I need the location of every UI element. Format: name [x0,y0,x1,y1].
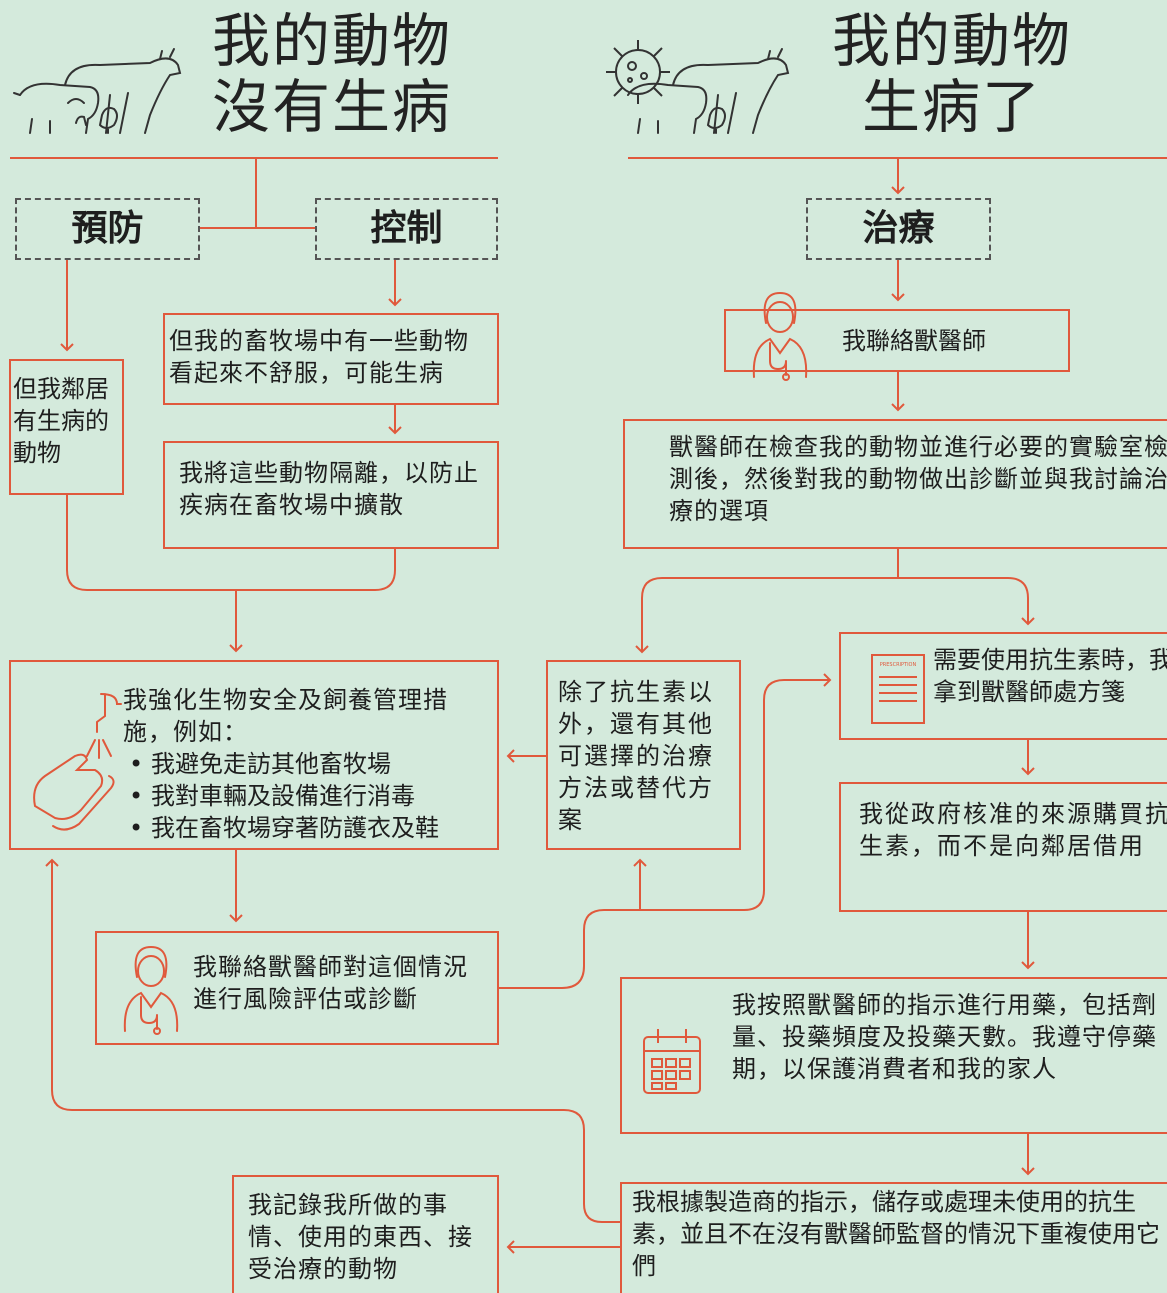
alternatives-text: 除了抗生素以外，還有其他可選擇的治療方法或替代方案 [558,678,714,834]
risk-vet-box: 我聯絡獸醫師對這個情況進行風險評估或診斷 [95,931,499,1045]
alternatives-box: 除了抗生素以外，還有其他可選擇的治療方法或替代方案 [546,660,741,850]
biosecurity-list: 我避免走訪其他畜牧場 我對車輛及設備進行消毒 我在畜牧場穿著防護衣及鞋 [123,748,489,844]
storage-box: 我根據製造商的指示，儲存或處理未使用的抗生素，並且不在沒有獸醫師監督的情況下重複… [620,1182,1167,1293]
follow-box: 我按照獸醫師的指示進行用藥，包括劑量、投藥頻度及投藥天數。我遵守停藥期，以保護消… [620,977,1167,1134]
veterinarian-icon [752,291,808,381]
hand-wash-icon [33,693,122,831]
sick-animals-box: 但我的畜牧場中有一些動物看起來不舒服，可能生病 [163,313,499,405]
biosecurity-item: 我對車輛及設備進行消毒 [129,780,489,812]
treat-label: 治療 [806,198,991,260]
follow-text: 我按照獸醫師的指示進行用藥，包括劑量、投藥頻度及投藥天數。我遵守停藥期，以保護消… [732,991,1157,1083]
prevent-label: 預防 [15,198,200,260]
biosecurity-item: 我避免走訪其他畜牧場 [129,748,489,780]
biosecurity-intro: 我強化生物安全及飼養管理措施，例如： [123,686,448,746]
prescription-icon-label: PRESCRIPTION [879,662,917,668]
prescription-text: 需要使用抗生素時，我拿到獸醫師處方箋 [933,646,1167,706]
risk-vet-text: 我聯絡獸醫師對這個情況進行風險評估或診斷 [193,953,468,1013]
prescription-icon: PRESCRIPTION [871,654,925,724]
isolate-text: 我將這些動物隔離，以防止疾病在畜牧場中擴散 [179,459,479,519]
veterinarian-icon [123,945,179,1035]
contact-vet-text: 我聯絡獸醫師 [842,327,986,355]
neighbour-text: 但我鄰居有生病的動物 [13,375,109,467]
buy-box: 我從政府核准的來源購買抗生素，而不是向鄰居借用 [839,782,1167,912]
right-title-line2: 生病了 [861,73,1042,141]
left-title-line1: 我的動物 [212,7,453,75]
left-title: 我的動物 沒有生病 [212,8,452,140]
storage-text: 我根據製造商的指示，儲存或處理未使用的抗生素，並且不在沒有獸醫師監督的情況下重複… [632,1188,1160,1280]
control-label: 控制 [315,198,498,260]
right-title: 我的動物 生病了 [822,8,1082,140]
sick-animals-text: 但我的畜牧場中有一些動物看起來不舒服，可能生病 [169,327,469,387]
record-box: 我記錄我所做的事情、使用的東西、接受治療的動物 [232,1175,499,1293]
neighbour-box: 但我鄰居有生病的動物 [9,359,124,495]
right-title-line1: 我的動物 [831,7,1072,75]
record-text: 我記錄我所做的事情、使用的東西、接受治療的動物 [248,1191,473,1283]
calendar-icon [643,1029,701,1094]
isolate-box: 我將這些動物隔離，以防止疾病在畜牧場中擴散 [163,441,499,549]
left-title-line2: 沒有生病 [212,73,453,141]
diagnosis-text: 獸醫師在檢查我的動物並進行必要的實驗室檢測後，然後對我的動物做出診斷並與我討論治… [669,433,1167,525]
contact-vet-box: 我聯絡獸醫師 [724,291,1070,381]
prescription-box: PRESCRIPTION 需要使用抗生素時，我拿到獸醫師處方箋 [839,632,1167,740]
biosecurity-item: 我在畜牧場穿著防護衣及鞋 [129,812,489,844]
biosecurity-box: 我強化生物安全及飼養管理措施，例如： 我避免走訪其他畜牧場 我對車輛及設備進行消… [9,660,499,850]
virus-icon [606,40,670,104]
farm-animals-icon-right [627,48,790,134]
buy-text: 我從政府核准的來源購買抗生素，而不是向鄰居借用 [859,800,1167,860]
farm-animals-icon [13,48,182,134]
diagnosis-box: 獸醫師在檢查我的動物並進行必要的實驗室檢測後，然後對我的動物做出診斷並與我討論治… [623,419,1167,549]
